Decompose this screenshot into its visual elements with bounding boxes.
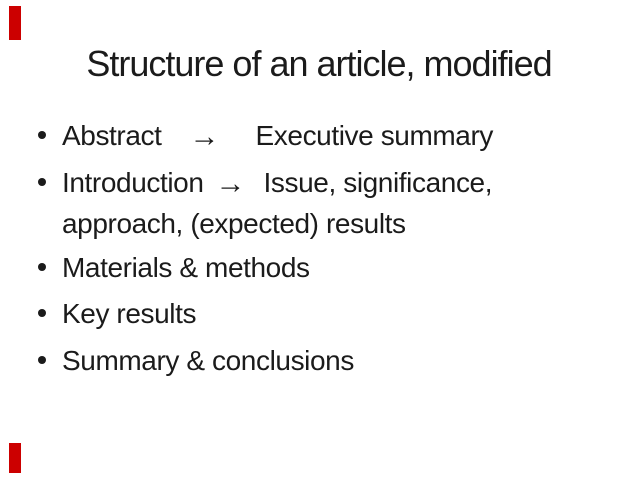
bullet-dot-icon [38, 131, 46, 139]
bullet-text: Summary & conclusions [62, 345, 354, 376]
bullet-term: Abstract [62, 120, 162, 151]
bullet-dot-icon [38, 309, 46, 317]
bullet-item-abstract: Abstract → Executive summary [38, 115, 493, 156]
bullet-dot-icon [38, 178, 46, 186]
bullet-text: Materials & methods [62, 252, 310, 283]
slide-title: Structure of an article, modified [86, 43, 552, 84]
bullet-definition-line2: approach, (expected) results [62, 208, 406, 239]
bullet-item-materials-methods: Materials & methods [38, 247, 310, 288]
red-accent-bar-bottom [9, 443, 21, 473]
bullet-item-introduction: Introduction → Issue, significance, approa… [38, 162, 493, 244]
bullet-item-summary-conclusions: Summary & conclusions [38, 340, 354, 381]
bullet-text: Key results [62, 298, 197, 329]
red-accent-bar-top [9, 6, 21, 40]
bullet-term: Introduction [62, 167, 204, 198]
bullet-dot-icon [38, 356, 46, 364]
bullet-definition: Issue, significance, [263, 167, 493, 198]
right-arrow-icon: → [215, 167, 246, 200]
bullet-item-key-results: Key results [38, 293, 197, 334]
bullet-definition: Executive summary [255, 120, 494, 151]
bullet-dot-icon [38, 263, 46, 271]
right-arrow-icon: → [189, 120, 220, 153]
